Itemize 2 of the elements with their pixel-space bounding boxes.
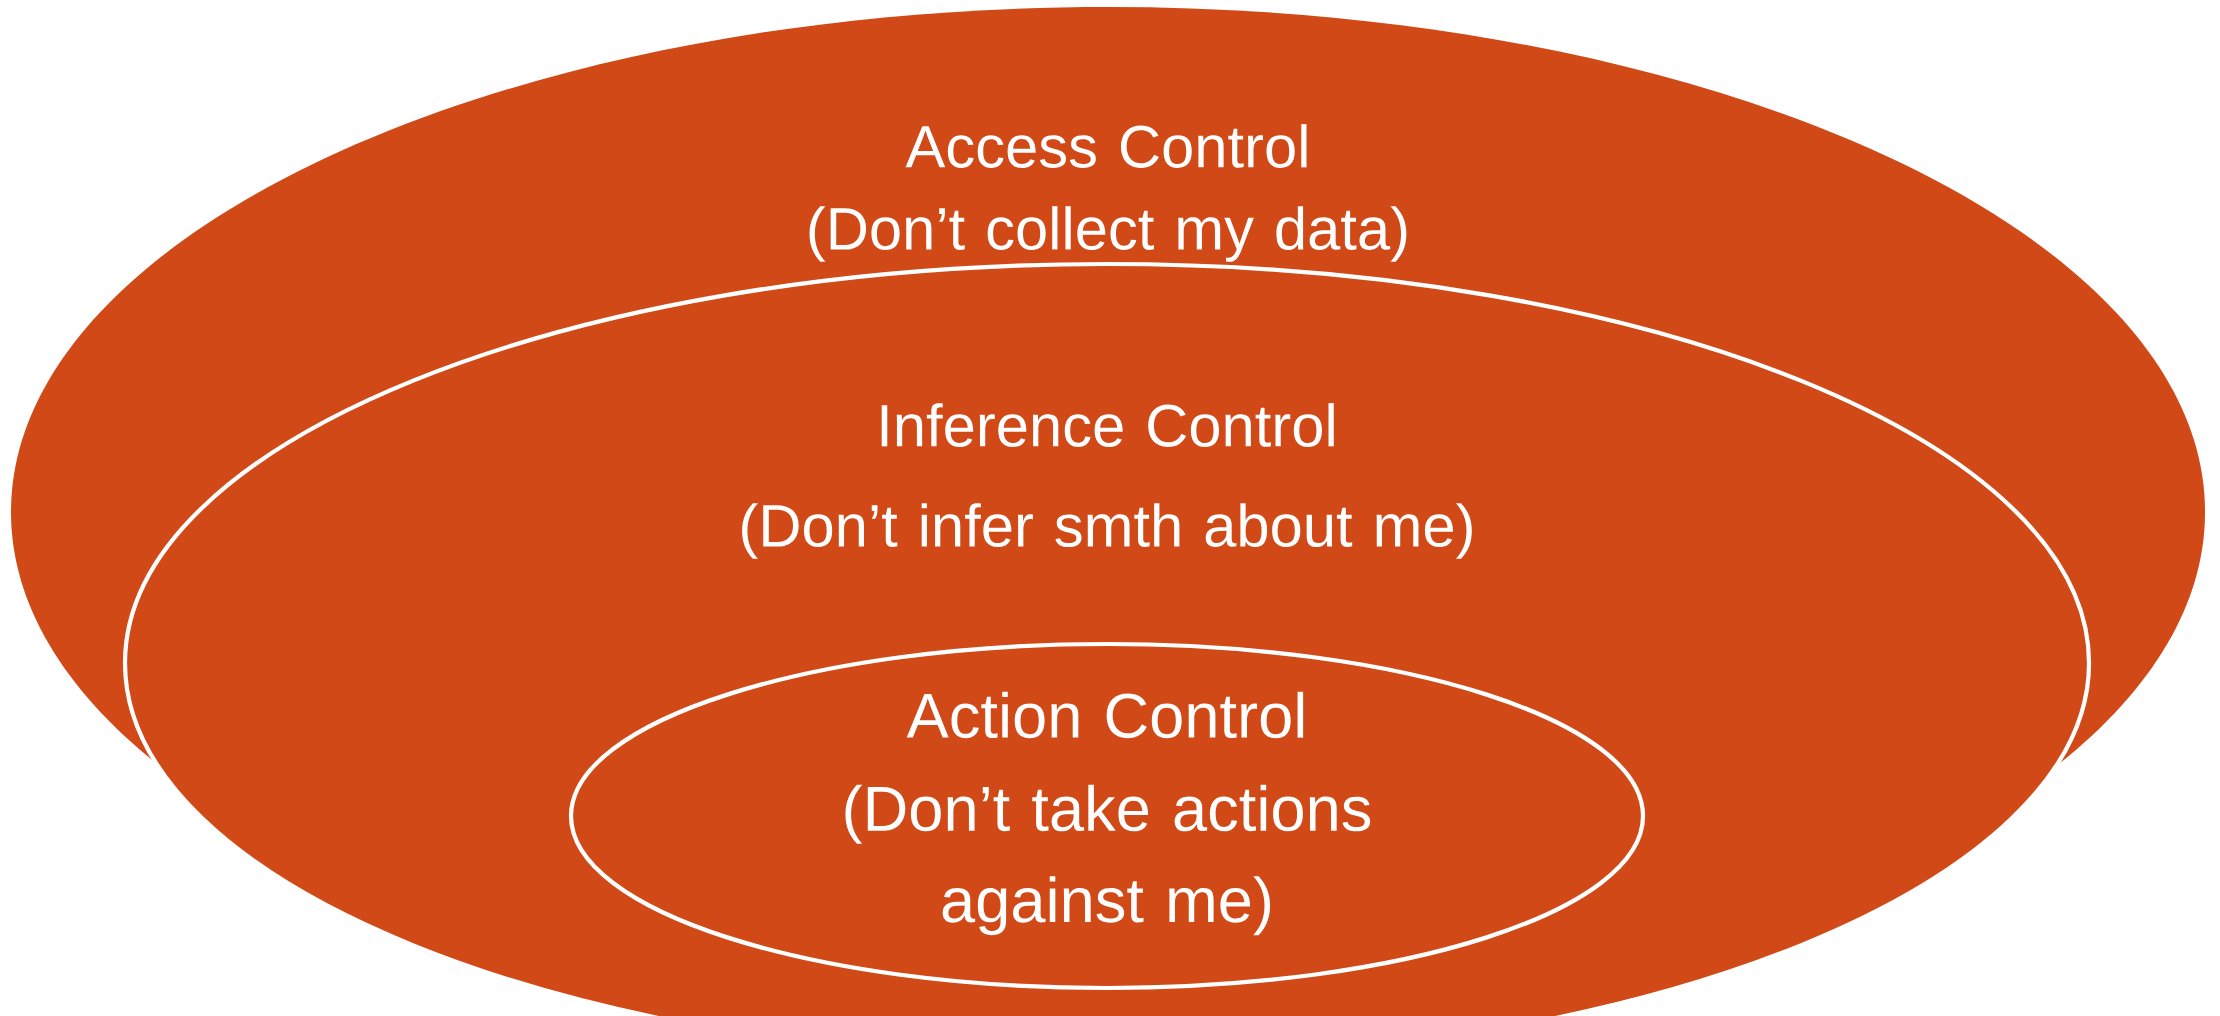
node-label: Access Control	[905, 124, 1307, 168]
node-label: (Don’t collect my data)	[809, 206, 1407, 262]
